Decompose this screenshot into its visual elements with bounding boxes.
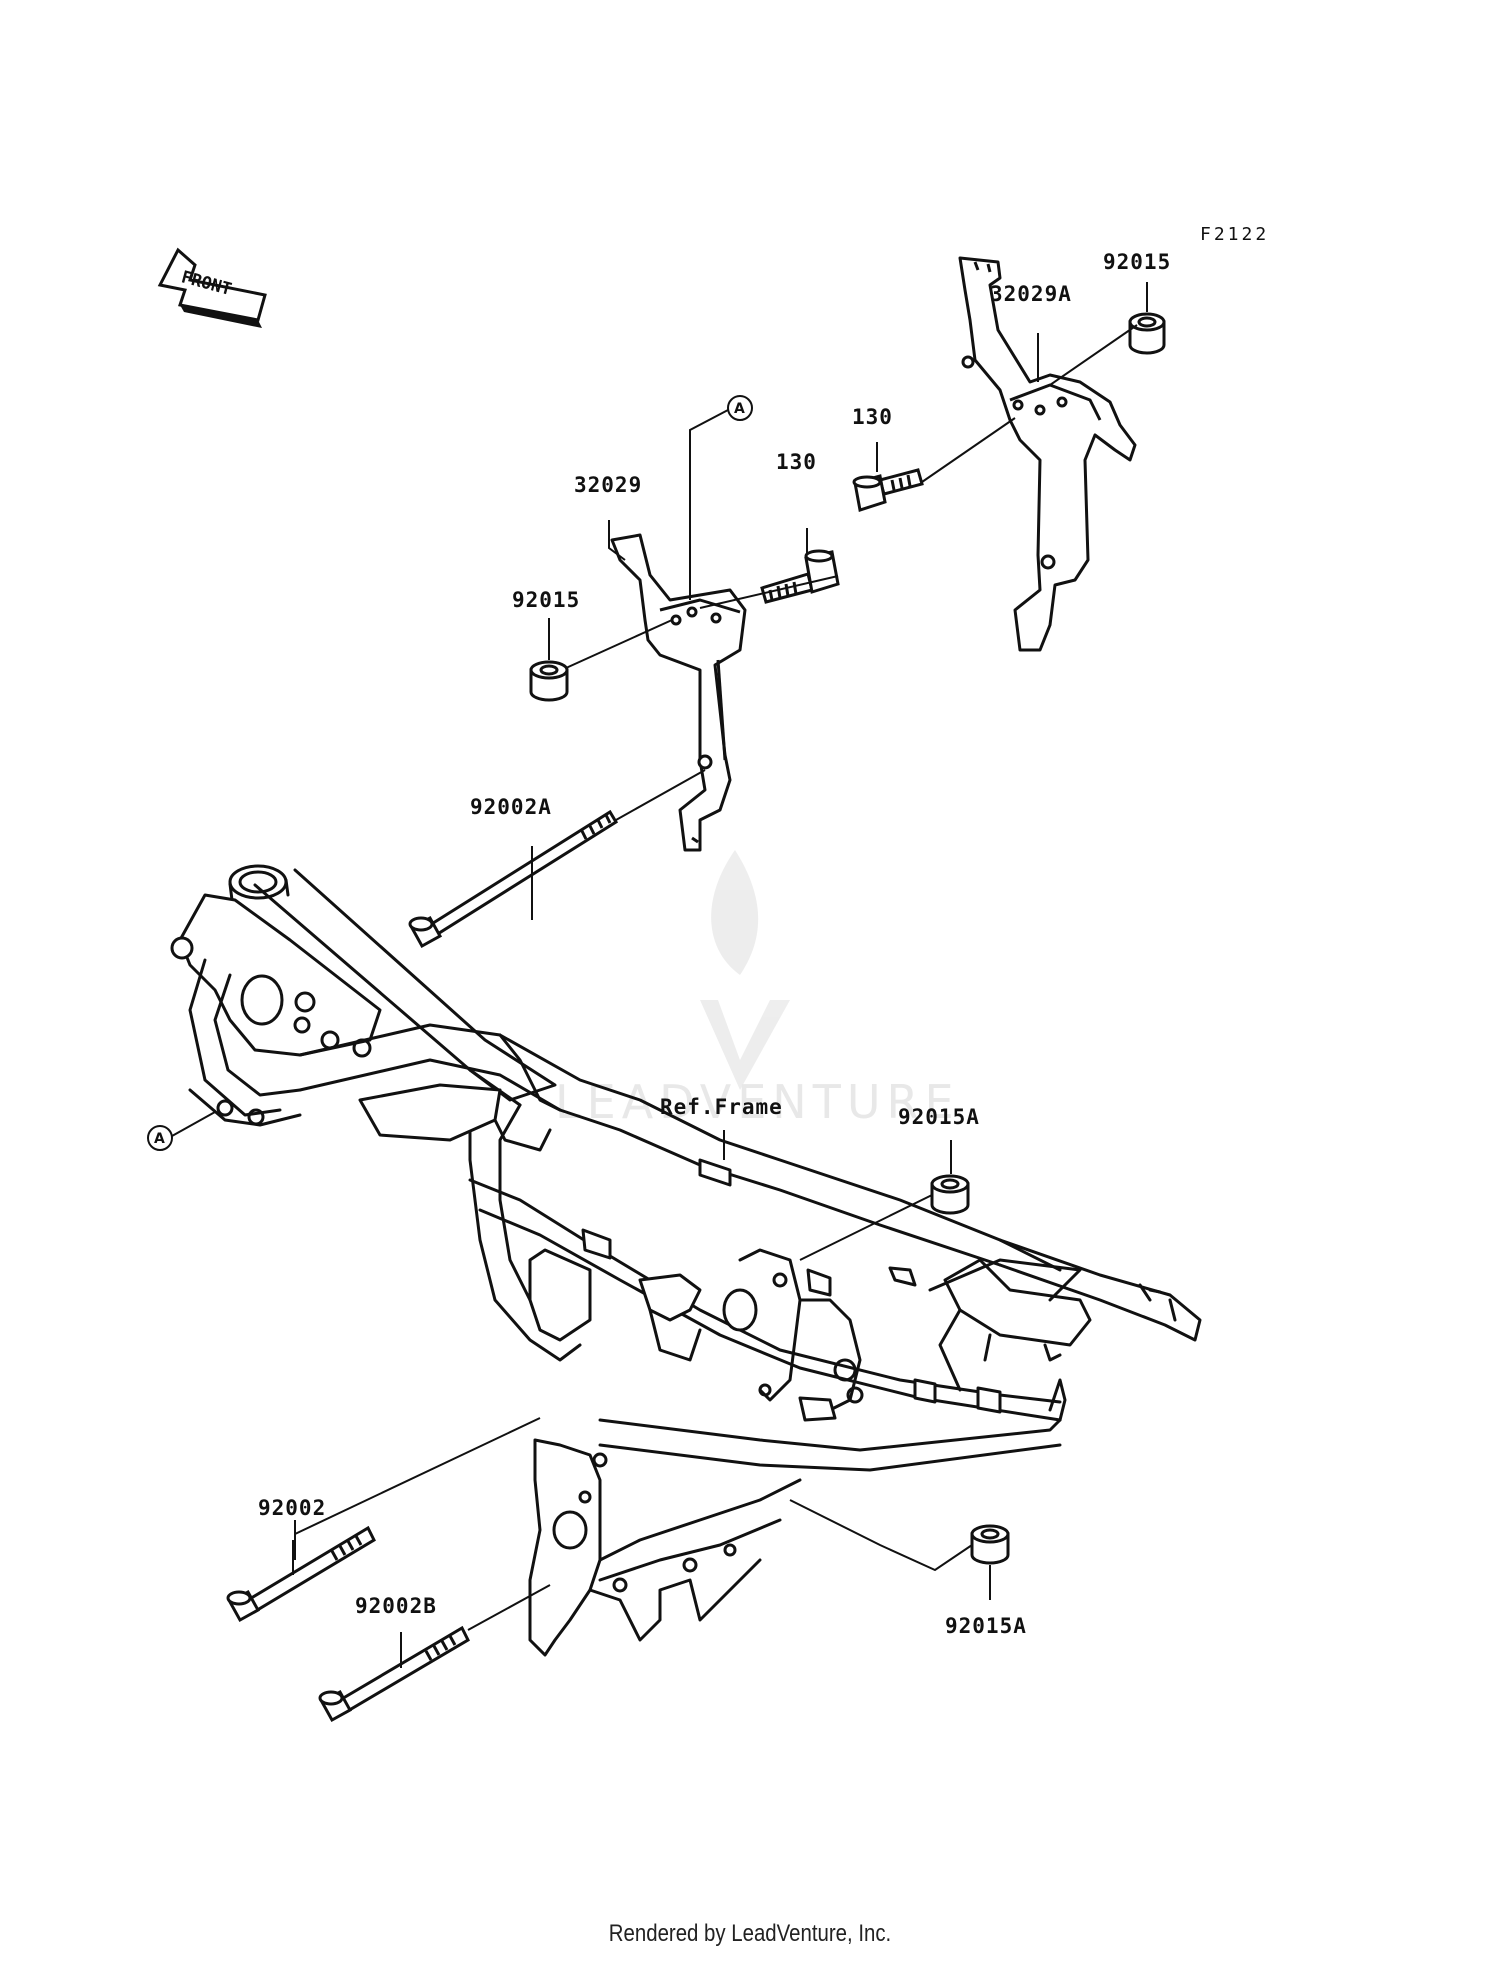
bolt-92002A (408, 809, 619, 949)
reference-frame-label: Ref.Frame (660, 1095, 783, 1119)
footer-credit: Rendered by LeadVenture, Inc. (608, 1920, 892, 1947)
part-label-32029A: 32029A (990, 282, 1072, 306)
part-label-32029: 32029 (574, 473, 643, 497)
figure-code: F2122 (1200, 224, 1270, 245)
engine-bracket-left (610, 533, 747, 852)
front-direction-arrow: FRONT (157, 247, 267, 328)
part-label-92002: 92002 (258, 1496, 327, 1520)
leadventure-watermark: LEADVENTURE (555, 850, 960, 1129)
engine-bracket-right (958, 256, 1137, 652)
part-label-92015A-bottom: 92015A (945, 1614, 1027, 1638)
bolt-92002 (226, 1525, 376, 1623)
part-label-92015-left: 92015 (512, 588, 581, 612)
bolt-130-left (760, 549, 840, 604)
bolt-92002B (318, 1625, 470, 1723)
part-label-92015A-top: 92015A (898, 1105, 980, 1129)
leader-lines (292, 282, 1148, 1668)
callout-a-top-letter: A (734, 401, 745, 417)
watermark-text: LEADVENTURE (555, 1075, 960, 1129)
motorcycle-frame (170, 864, 1202, 1657)
nut-92015-left (529, 660, 569, 702)
part-label-92015-right: 92015 (1103, 250, 1172, 274)
nut-92015A-bottom (970, 1524, 1010, 1565)
callout-a-top: A (689, 395, 753, 600)
part-label-130-right: 130 (852, 405, 893, 429)
part-label-130-left: 130 (776, 450, 817, 474)
bolt-130-right (852, 468, 924, 512)
part-label-92002B: 92002B (355, 1594, 437, 1618)
nut-92015A-top (930, 1174, 970, 1215)
callout-a-frame-letter: A (154, 1131, 165, 1147)
part-label-92002A: 92002A (470, 795, 552, 819)
nut-92015-right (1128, 312, 1166, 355)
callout-a-frame: A (147, 1111, 216, 1151)
